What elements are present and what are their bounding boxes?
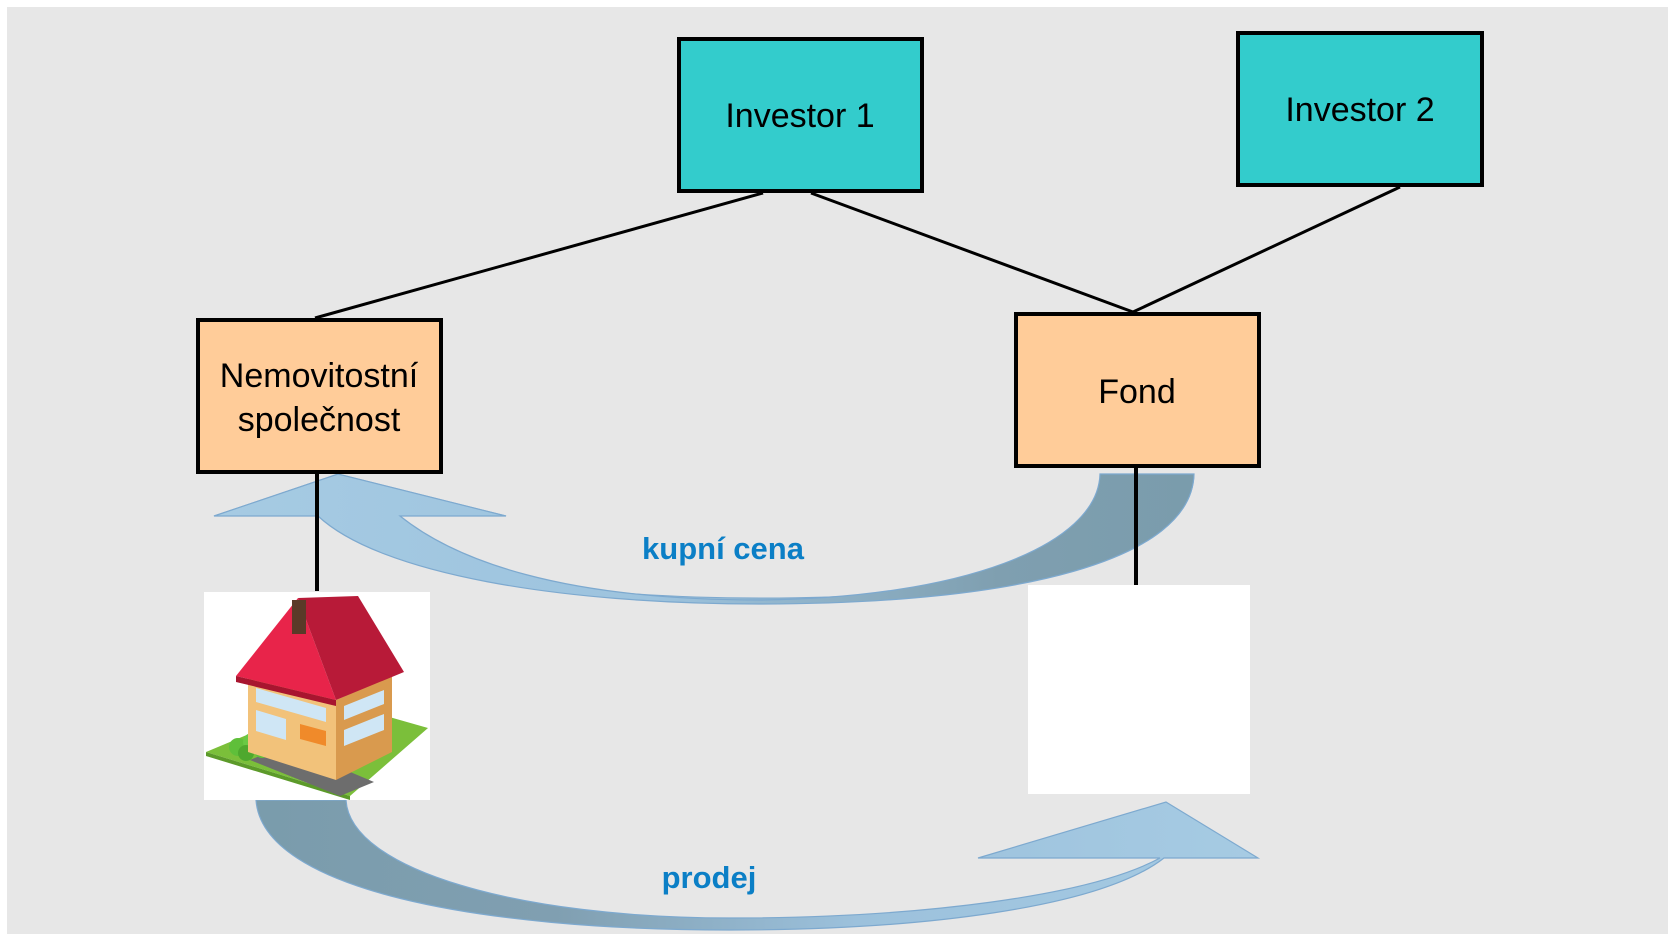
investor2-box [1236,31,1484,187]
sale-arrow-body [255,799,1261,931]
fund-asset-image [1028,585,1250,794]
connector-investor2-fund [1132,185,1401,314]
company-label-line1: Nemovitostní [220,357,419,395]
fund-label: Fond [1098,373,1176,411]
connector-investor1-company [314,191,764,320]
purchase-price-label: kupní cena [642,531,805,566]
house-icon [204,592,430,800]
fund-box [1014,312,1261,468]
investor2-label: Investor 2 [1285,91,1434,129]
company-box [196,318,443,474]
investor1-box [677,37,924,193]
purchase-price-arrow-body [213,473,1195,605]
connector-investor1-fund [810,191,1134,314]
company-label-line2: společnost [238,401,401,439]
sale-label: prodej [662,860,757,895]
investor1-label: Investor 1 [725,97,874,135]
